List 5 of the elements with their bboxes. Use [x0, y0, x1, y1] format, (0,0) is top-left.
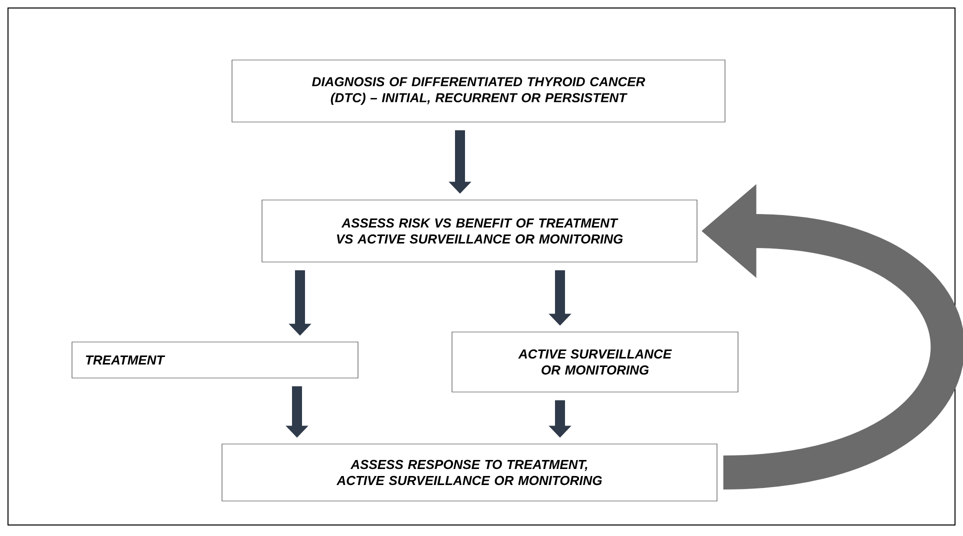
process-box: ASSESS RESPONSE TO TREATMENT, ACTIVE SURVEILLANCE OR MONITORING [222, 444, 718, 502]
process-box: ASSESS RISK VS BENEFIT OF TREATMENT VS ACTIVE SURVEILLANCE OR MONITORING [262, 200, 698, 262]
process-box: ACTIVE SURVEILLANCE OR MONITORING [452, 332, 738, 392]
process-box: DIAGNOSIS OF DIFFERENTIATED THYROID CANCER (DTC) – INITIAL, RECURRENT OR PERSISTENT [232, 60, 726, 122]
process-box: TREATMENT [72, 342, 358, 378]
